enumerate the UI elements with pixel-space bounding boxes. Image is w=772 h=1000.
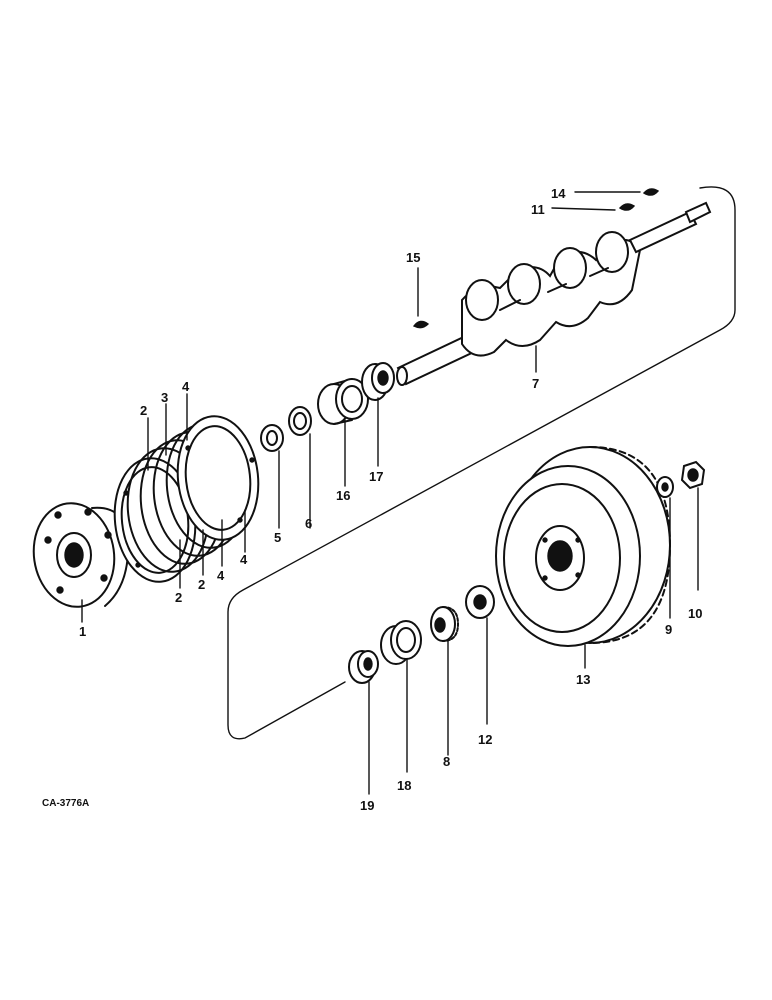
callout-15: 15: [406, 250, 420, 265]
part-1-flange: [32, 502, 130, 623]
part-5-washer: [260, 424, 284, 529]
callout-17: 17: [369, 469, 383, 484]
callout-13: 13: [576, 672, 590, 687]
callout-19: 19: [360, 798, 374, 813]
part-12-washer: [465, 585, 495, 725]
callout-6: 6: [305, 516, 312, 531]
callout-2: 2: [175, 590, 182, 605]
callout-3: 3: [161, 390, 168, 405]
callout-7: 7: [532, 376, 539, 391]
callout-5: 5: [274, 530, 281, 545]
callout-18: 18: [397, 778, 411, 793]
part-16-bearing-cup: [317, 378, 369, 487]
callout-4: 4: [182, 379, 190, 394]
callout-9: 9: [665, 622, 672, 637]
callout-2: 2: [140, 403, 147, 418]
callout-1: 1: [79, 624, 86, 639]
part-10-nut: [680, 460, 706, 591]
figure-reference-code: CA-3776A: [42, 798, 89, 809]
part-19-bearing-cone: [348, 650, 379, 795]
callout-4: 4: [217, 568, 225, 583]
part-7-crankshaft: [396, 201, 712, 386]
callout-8: 8: [443, 754, 450, 769]
callout-14: 14: [551, 186, 566, 201]
part-17-bearing-cone: [361, 362, 395, 467]
assembly-outline: [227, 186, 736, 740]
part-8-sprocket: [430, 606, 459, 756]
callout-4: 4: [240, 552, 248, 567]
callout-16: 16: [336, 488, 350, 503]
part-18-bearing-cup: [380, 620, 422, 773]
part-15-key: [412, 267, 430, 329]
part-11-key: [551, 203, 636, 211]
part-14-key: [574, 188, 660, 196]
part-13-gear: [495, 446, 671, 669]
callout-12: 12: [478, 732, 492, 747]
callout-2: 2: [198, 577, 205, 592]
part-9-washer: [656, 476, 674, 619]
part-6-seal: [288, 406, 312, 529]
callout-11: 11: [531, 202, 545, 217]
clutch-disc-pack: [113, 393, 260, 589]
callout-10: 10: [688, 606, 702, 621]
